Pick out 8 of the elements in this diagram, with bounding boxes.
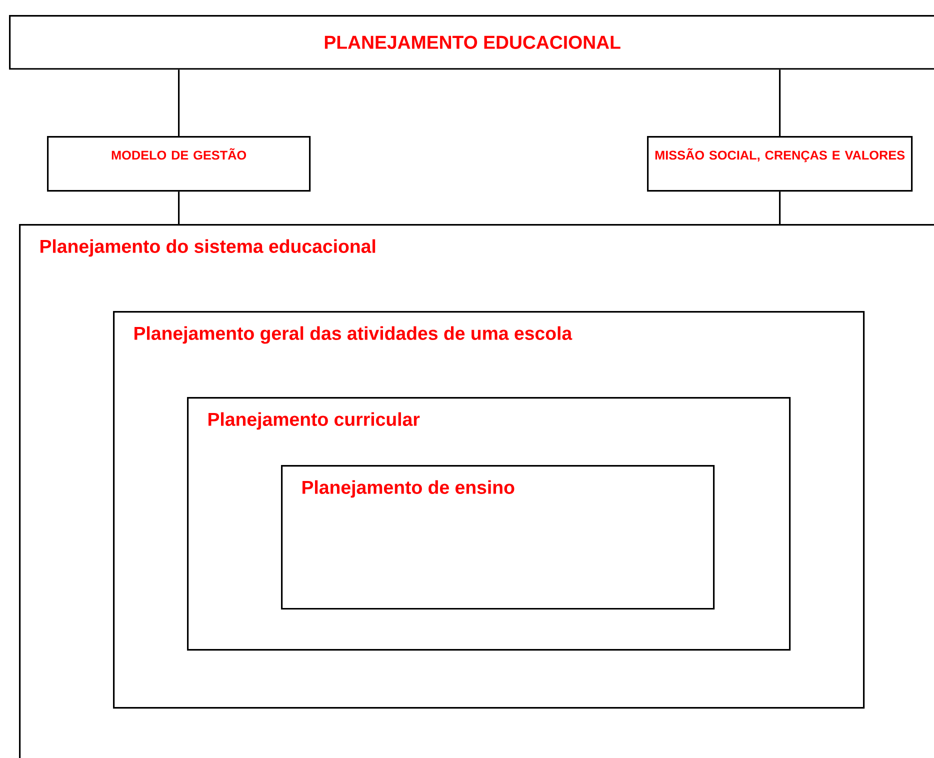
nested-box: Planejamento de ensino <box>281 465 715 610</box>
connector-line <box>779 192 781 224</box>
connector-line <box>178 192 180 224</box>
category-box: MISSÃO SOCIAL, CRENÇAS E VALORES <box>647 136 913 192</box>
connector-line <box>779 70 781 136</box>
connector-line <box>178 70 180 136</box>
category-box: MODELO DE GESTÃO <box>47 136 311 192</box>
title-box: PLANEJAMENTO EDUCACIONAL <box>9 15 934 70</box>
